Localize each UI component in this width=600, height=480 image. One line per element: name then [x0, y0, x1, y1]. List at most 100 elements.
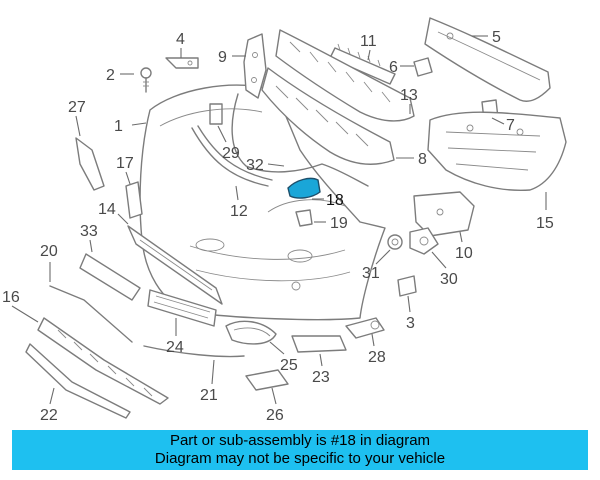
callout-number: 5 — [492, 29, 501, 46]
callout-number: 1 — [114, 118, 123, 135]
callout-11: 11 — [360, 33, 377, 61]
callout-number: 10 — [455, 245, 473, 262]
part-bolt — [140, 67, 152, 93]
callout-6: 6 — [389, 59, 414, 76]
part-18-highlighted — [287, 177, 321, 199]
callout-number: 19 — [330, 215, 348, 232]
callout-1: 1 — [114, 118, 147, 135]
callout-3: 3 — [406, 295, 415, 332]
callout-number: 30 — [440, 271, 458, 288]
callout-number: 23 — [312, 369, 330, 386]
callout-2: 2 — [106, 67, 134, 84]
callout-5: 5 — [472, 29, 501, 46]
part-trim-strip-20 — [49, 285, 133, 343]
callout-4: 4 — [176, 31, 185, 58]
part-lower-spoiler-22 — [25, 343, 131, 419]
part-tow-cover — [291, 335, 347, 353]
callout-number: 28 — [368, 349, 386, 366]
callout-number: 8 — [418, 151, 427, 168]
callout-number: 27 — [68, 99, 86, 116]
part-side-bracket-27 — [75, 137, 105, 191]
callout-number: 33 — [80, 223, 98, 240]
callout-number: 13 — [400, 87, 418, 104]
callout-14: 14 — [98, 201, 129, 225]
callout-number: 21 — [200, 387, 218, 404]
callout-number: 26 — [266, 407, 284, 424]
callout-15: 15 — [536, 192, 554, 232]
callout-17: 17 — [116, 155, 134, 185]
part-fog-bezel — [225, 320, 277, 345]
part-small-bracket — [165, 57, 199, 69]
callout-19: 19 — [314, 215, 348, 232]
callout-7: 7 — [491, 117, 515, 134]
part-lower-trim — [191, 125, 273, 187]
callout-21: 21 — [200, 359, 218, 404]
callout-number: 4 — [176, 31, 185, 48]
callout-number: 20 — [40, 243, 58, 260]
callout-22: 22 — [40, 387, 58, 424]
callout-number: 31 — [362, 265, 380, 282]
part-clip — [413, 57, 433, 77]
part-reinforcement-bar — [424, 17, 551, 102]
callout-number: 32 — [246, 157, 264, 174]
part-side-bracket-17 — [125, 181, 143, 219]
part-sensor-plug — [345, 317, 385, 339]
callout-number: 6 — [389, 59, 398, 76]
part-sensor-housing — [409, 227, 439, 255]
callout-12: 12 — [230, 185, 248, 220]
callout-number: 24 — [166, 339, 184, 356]
callout-16: 16 — [2, 289, 39, 323]
part-clip-19 — [295, 209, 313, 227]
callout-31: 31 — [362, 249, 391, 282]
exploded-bumper-diagram: 1 2 3 4 5 6 7 8 — [2, 17, 567, 424]
callout-number: 14 — [98, 201, 116, 218]
part-mount-bracket — [413, 191, 475, 237]
callout-27: 27 — [68, 99, 86, 137]
callout-number-highlighted: 18 — [326, 192, 344, 209]
callout-30: 30 — [431, 251, 458, 288]
banner-line-part-number: Part or sub-assembly is #18 in diagram — [169, 432, 431, 449]
part-small-cover — [245, 369, 289, 391]
part-lower-grille — [147, 289, 217, 327]
part-comb-strip — [329, 43, 396, 85]
callout-number: 29 — [222, 145, 240, 162]
part-crash-structure — [427, 111, 567, 192]
callout-18: 18 — [312, 192, 344, 209]
banner-line-disclaimer: Diagram may not be specific to your vehi… — [154, 450, 446, 467]
part-sensor-ring — [387, 234, 403, 250]
callout-29: 29 — [217, 125, 240, 162]
callout-number: 2 — [106, 67, 115, 84]
part-grille-33 — [79, 253, 141, 301]
callout-number: 25 — [280, 357, 298, 374]
callout-number: 3 — [406, 315, 415, 332]
callout-number: 15 — [536, 215, 554, 232]
callout-9: 9 — [218, 49, 246, 66]
callout-number: 16 — [2, 289, 20, 306]
callout-32: 32 — [246, 157, 285, 174]
part-lower-absorber — [261, 67, 395, 165]
callout-33: 33 — [80, 223, 98, 253]
part-lower-spoiler-16 — [37, 317, 169, 405]
callout-28: 28 — [368, 333, 386, 366]
callout-26: 26 — [266, 387, 284, 424]
callout-10: 10 — [455, 231, 473, 262]
part-upper-absorber — [275, 29, 415, 122]
part-grille-14 — [127, 225, 223, 305]
part-trim-strip-21 — [143, 345, 245, 358]
part-wiring-harness — [209, 93, 369, 187]
callout-23: 23 — [312, 353, 330, 386]
callout-8: 8 — [396, 151, 427, 168]
callout-25: 25 — [269, 341, 298, 374]
callout-number: 17 — [116, 155, 134, 172]
callout-number: 12 — [230, 203, 248, 220]
info-banner: Part or sub-assembly is #18 in diagram D… — [12, 430, 588, 470]
callout-24: 24 — [166, 318, 184, 356]
callout-number: 7 — [506, 117, 515, 134]
part-side-bracket — [243, 33, 267, 99]
callout-number: 11 — [360, 33, 377, 50]
callout-13: 13 — [400, 87, 418, 114]
callout-20: 20 — [40, 243, 58, 282]
callout-number: 22 — [40, 407, 58, 424]
callout-number: 9 — [218, 49, 227, 66]
